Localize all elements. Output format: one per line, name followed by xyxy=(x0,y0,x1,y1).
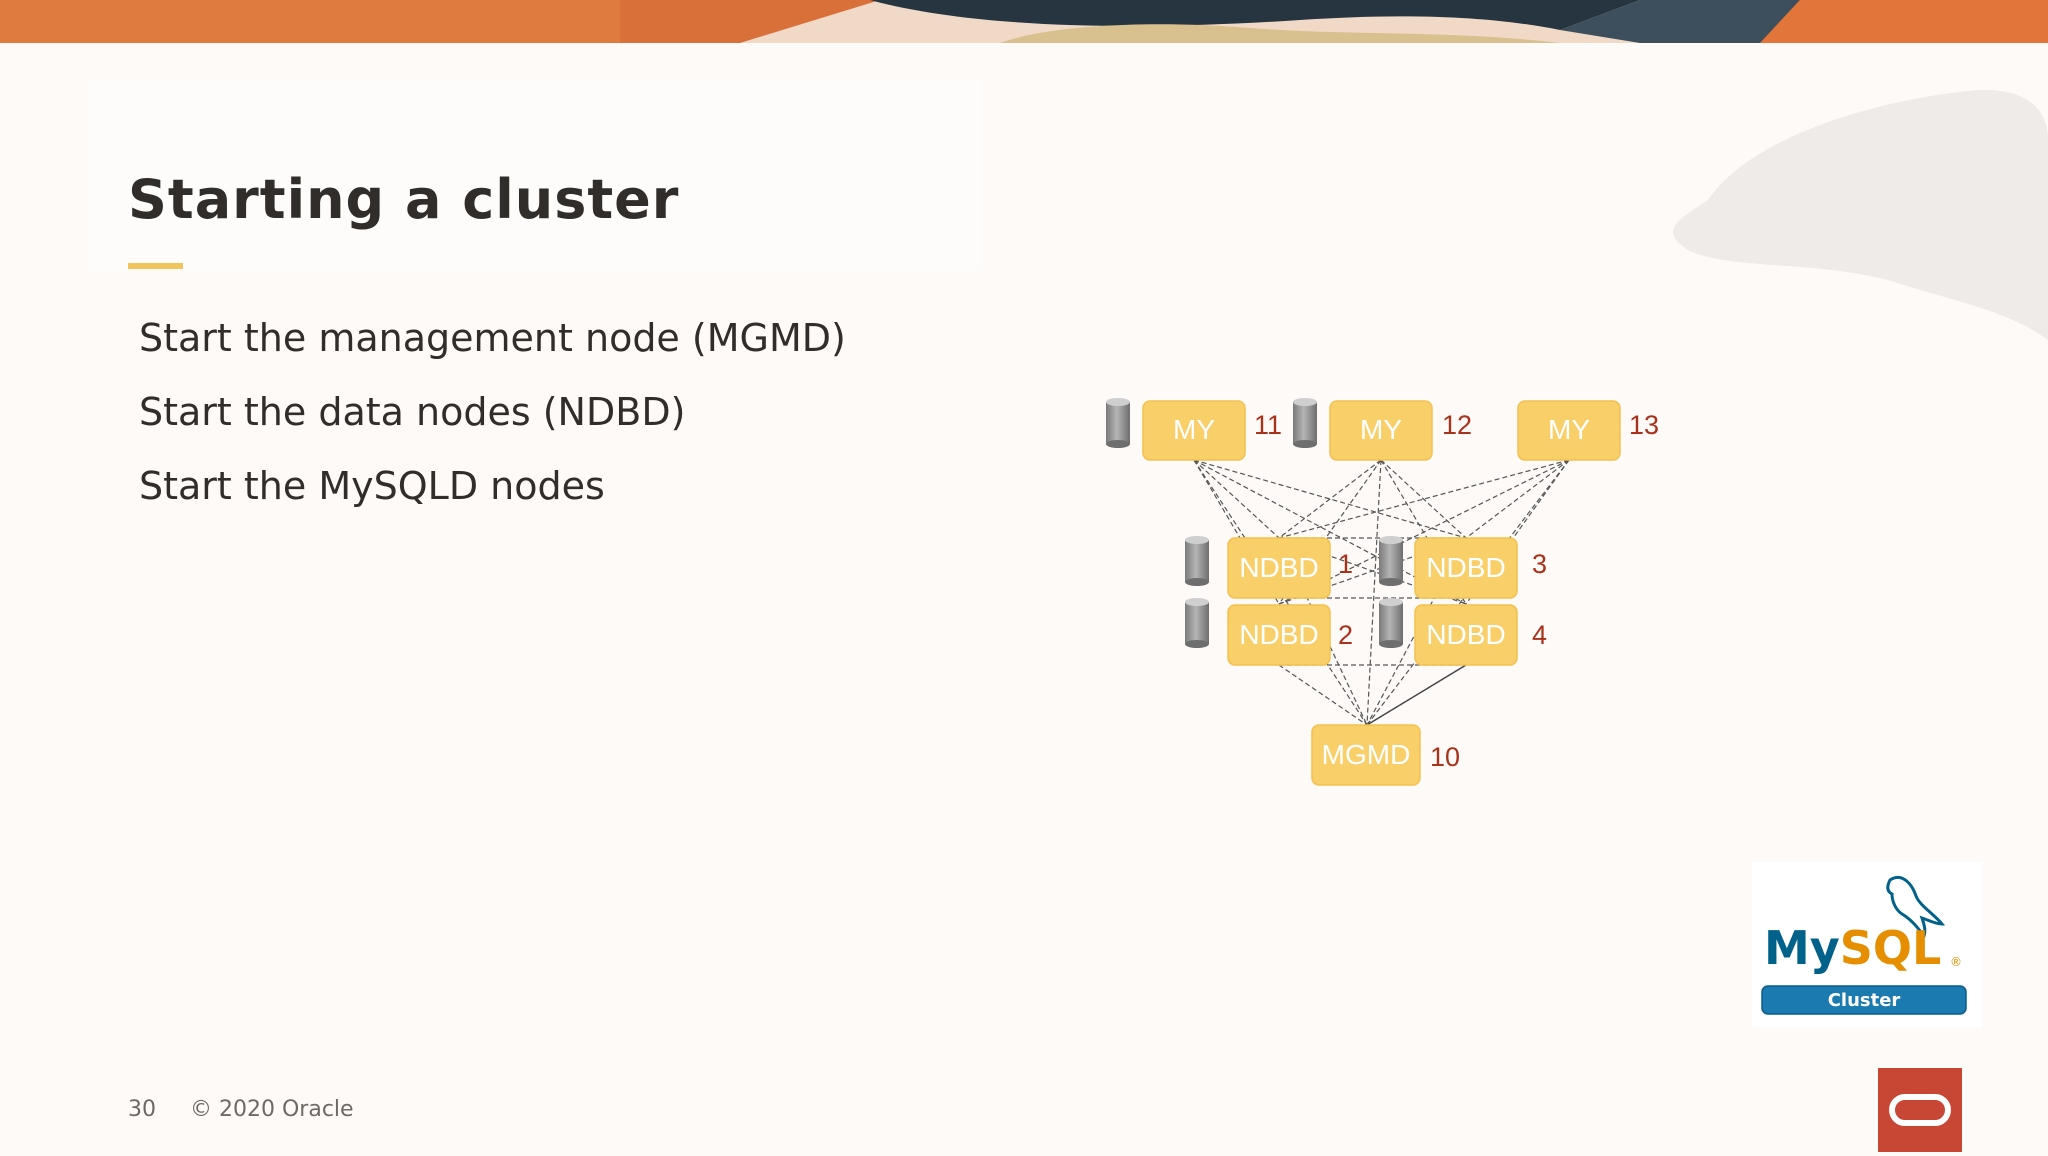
data-node: NDBD xyxy=(1227,604,1331,666)
mysqld-node: MY xyxy=(1329,400,1433,461)
node-id: 13 xyxy=(1629,410,1659,440)
data-node: NDBD xyxy=(1414,537,1518,599)
logo-wordmark: MySQL xyxy=(1764,921,1941,975)
title-panel xyxy=(90,80,980,270)
node-label: NDBD xyxy=(1426,619,1505,650)
header-decoration xyxy=(0,0,2048,43)
mysql-cluster-logo: MySQL ® Cluster xyxy=(1752,862,1982,1027)
node-id: 11 xyxy=(1254,410,1282,440)
database-icon xyxy=(1293,398,1317,448)
bullet-list: Start the management node (MGMD) Start t… xyxy=(139,308,846,530)
node-label: MY xyxy=(1173,414,1215,445)
node-id: 12 xyxy=(1442,410,1472,440)
title-underline xyxy=(128,263,183,269)
node-label: MY xyxy=(1360,414,1402,445)
node-label: NDBD xyxy=(1426,552,1505,583)
node-id: 2 xyxy=(1338,620,1353,650)
data-node: NDBD xyxy=(1414,604,1518,666)
mysqld-node: MY xyxy=(1517,400,1621,461)
management-node: MGMD xyxy=(1311,724,1421,786)
node-label: MGMD xyxy=(1322,739,1411,770)
oracle-logo-icon xyxy=(1878,1068,1962,1152)
dolphin-icon xyxy=(1886,875,1946,940)
connection-line xyxy=(1366,664,1467,726)
registered-mark: ® xyxy=(1950,955,1962,969)
node-id: 1 xyxy=(1338,549,1353,579)
node-id: 4 xyxy=(1532,620,1547,650)
cluster-diagram: MY 11 MY 12 MY 13 NDBD 1 NDBD 3 xyxy=(1106,398,1659,786)
mysqld-node: MY xyxy=(1142,400,1246,461)
page-title: Starting a cluster xyxy=(128,168,680,231)
database-icon xyxy=(1106,398,1130,448)
copyright: © 2020 Oracle xyxy=(190,1097,354,1122)
page-number: 30 xyxy=(128,1097,156,1122)
node-label: NDBD xyxy=(1239,619,1318,650)
database-icon xyxy=(1379,536,1403,586)
bullet-item: Start the management node (MGMD) xyxy=(139,316,846,360)
node-id: 3 xyxy=(1532,549,1547,579)
data-node: NDBD xyxy=(1227,537,1331,599)
bullet-item: Start the data nodes (NDBD) xyxy=(139,390,686,434)
decorative-pattern xyxy=(1673,89,2048,341)
logo-badge: Cluster xyxy=(1828,990,1901,1011)
bullet-item: Start the MySQLD nodes xyxy=(139,464,605,508)
database-icon xyxy=(1185,536,1209,586)
node-label: NDBD xyxy=(1239,552,1318,583)
node-label: MY xyxy=(1548,414,1590,445)
database-icon xyxy=(1379,598,1403,648)
node-id: 10 xyxy=(1430,742,1460,772)
database-icon xyxy=(1185,598,1209,648)
